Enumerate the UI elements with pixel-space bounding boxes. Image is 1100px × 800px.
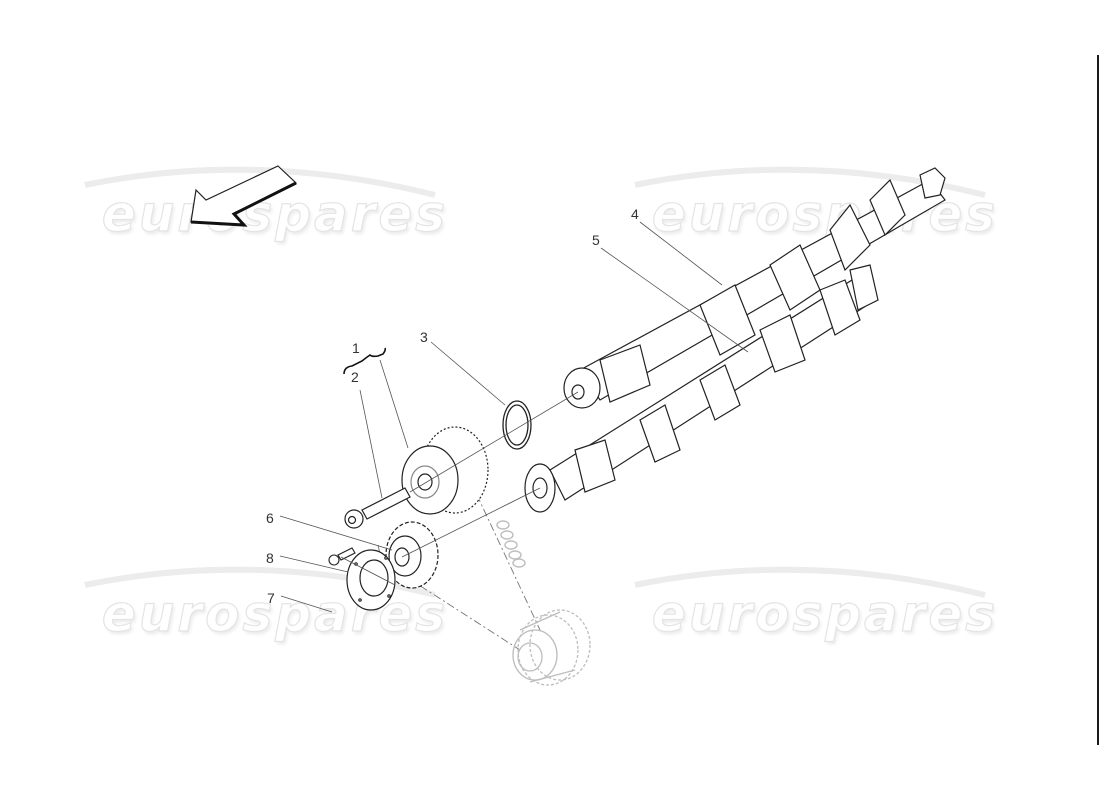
callout-6[interactable]: 6 xyxy=(266,510,274,526)
callout-4[interactable]: 4 xyxy=(631,206,639,222)
socket-head-bolt xyxy=(344,487,411,529)
callout-5[interactable]: 5 xyxy=(592,232,600,248)
o-ring-seal xyxy=(502,400,532,450)
page-divider-line xyxy=(1097,55,1099,745)
watermark-bottom-right: eurospares xyxy=(625,555,1025,655)
watermark-top-right: eurospares xyxy=(625,155,1025,255)
callout-2[interactable]: 2 xyxy=(351,369,359,385)
watermark-swoosh-icon xyxy=(634,566,986,598)
small-screw xyxy=(328,547,356,566)
callout-3[interactable]: 3 xyxy=(420,329,428,345)
direction-arrow-icon xyxy=(190,165,298,227)
callout-7[interactable]: 7 xyxy=(267,590,275,606)
callout-8[interactable]: 8 xyxy=(266,550,274,566)
timing-chain xyxy=(496,520,526,568)
assembly-axis-lines xyxy=(340,391,579,586)
flanged-washer-plate xyxy=(346,549,396,611)
crank-sprocket-ghost xyxy=(512,609,591,686)
leader-lines xyxy=(279,221,749,613)
callout-1[interactable]: 1 xyxy=(352,340,360,356)
sprocket-gear xyxy=(385,521,439,589)
lower-camshaft xyxy=(524,264,879,513)
variator-gear-assembly xyxy=(401,426,489,515)
watermark-swoosh-icon xyxy=(84,166,436,198)
upper-camshaft xyxy=(563,167,946,409)
